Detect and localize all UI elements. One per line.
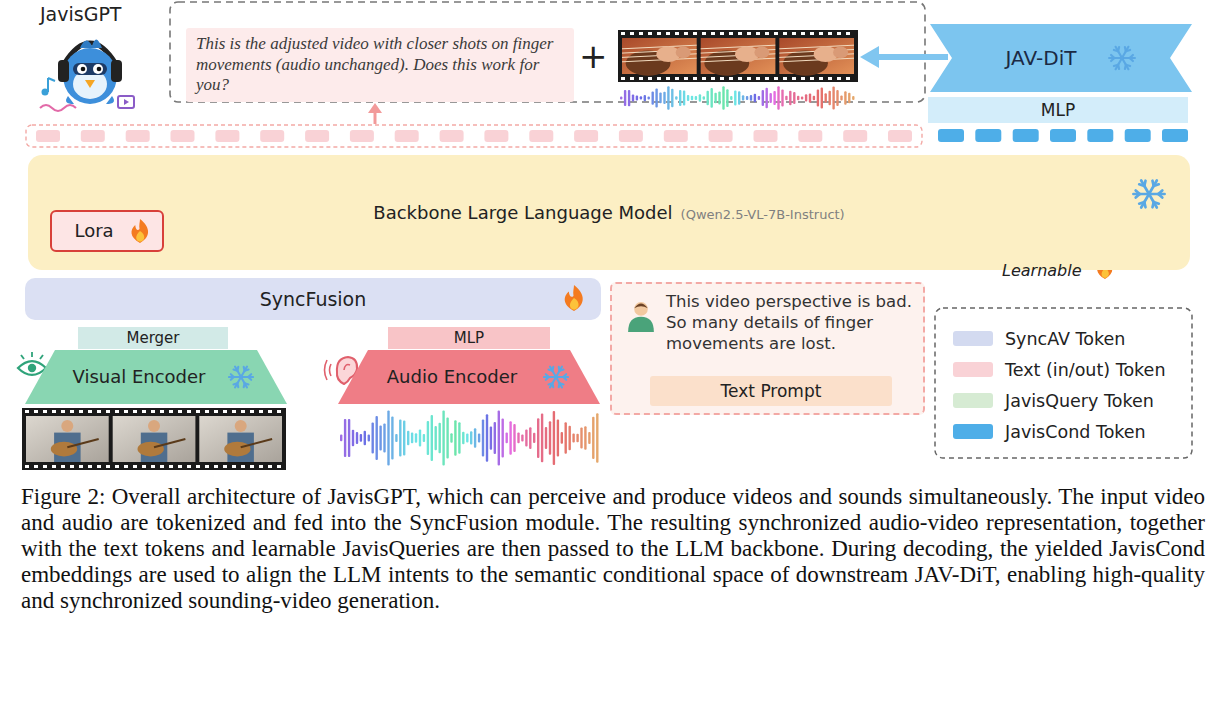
text-group: Backbone Large Language Model (Qwen2.5-VL… [373,202,844,224]
merger-box: Merger [78,327,228,349]
llm-backbone: Backbone Large Language Model (Qwen2.5-VL… [28,155,1190,270]
text-group: Text Prompt [721,381,822,401]
token-row [36,130,912,142]
snowflake-icon [1133,181,1164,208]
legend-frame [935,308,1192,458]
legend-text: JavisCond Token [1005,422,1146,442]
output-token-frame [26,125,922,147]
text-group: Merger [127,329,180,347]
legend-text: SyncAV Token [1005,329,1125,349]
shape-fill [930,24,1192,92]
flame-symbol [561,285,587,311]
node-text: Text Prompt [721,381,822,401]
flame-icon [565,285,583,311]
node-text: (Qwen2.5-VL-7B-Instruct) [681,207,845,223]
output-arrow [368,103,382,124]
legend-row: Text (in/out) Token [953,354,1165,385]
prompt-box: This video perspective is bad. So many d… [610,282,925,415]
legend-swatch [953,331,993,346]
prompt-tag: Text Prompt [650,376,892,406]
fusion-box: SyncFusion [25,278,601,320]
token-row [938,129,1188,142]
node-text: Lora [74,220,113,242]
node-text: JAV-DiT [1006,46,1077,70]
generator-block: JAV-DiT [930,24,1192,92]
text-group: SyncFusion [260,288,367,311]
snow-symbol [228,364,254,390]
audio-waveform [620,86,855,110]
audio-waveform [340,410,599,465]
snowflake-icon [229,367,253,388]
mascot-icon [40,39,134,111]
node-text: MLP [454,329,484,347]
text-group: This video perspective is bad. So many d… [666,292,917,355]
legend-swatch [953,393,993,408]
snowflake-icon [1109,47,1135,69]
legend-row: SyncAV Token [953,323,1125,354]
node-text: Merger [127,329,180,347]
legend-row: JavisQuery Token [953,385,1154,416]
node-text: This is the adjusted video with closer s… [196,34,564,96]
note-label: Learnable [1002,261,1082,280]
mlp-box: MLP [928,97,1188,123]
shape-fill [338,350,600,404]
eye-icon [18,352,46,375]
text-group: Audio Encoder [387,366,517,388]
film-strip [618,30,858,82]
model-name: JavisGPT [40,3,121,26]
snow-symbol [1108,44,1136,72]
snow-symbol [1132,177,1166,211]
output-frame [170,2,925,102]
shape-fill [25,350,287,404]
legend-swatch [953,424,993,439]
text-group: JAV-DiT [1006,46,1077,70]
generation-arrow [860,46,948,68]
person-icon [628,302,654,332]
film-strip [22,408,286,470]
snow-symbol [543,364,569,390]
legend-text: Text (in/out) Token [1005,360,1165,380]
legend-text: JavisQuery Token [1005,391,1154,411]
node-text: MLP [1041,100,1075,120]
flame-symbol [128,219,152,243]
plus-sign: + [579,36,608,77]
flame-icon [131,219,148,243]
figure-caption: Figure 2: Overall architecture of JavisG… [21,484,1205,614]
encoder-trapezoid: Audio Encoder [338,350,600,404]
legend-swatch [953,362,993,377]
encoder-trapezoid: Visual Encoder [25,350,287,404]
node-text: Visual Encoder [72,366,205,388]
node-text: This video perspective is bad. So many d… [666,292,917,355]
node-text: Audio Encoder [387,366,517,388]
person-symbol [624,298,658,332]
text-group: Visual Encoder [72,366,205,388]
snowflake-icon [544,367,568,388]
lora-box: Lora [50,210,164,252]
node-text: Backbone Large Language Model [373,202,672,224]
legend-row: JavisCond Token [953,416,1146,447]
text-group: MLP [454,329,484,347]
mlp-box: MLP [388,327,550,349]
text-group: MLP [1041,100,1075,120]
text-group: This is the adjusted video with closer s… [196,34,564,96]
speech-bubble: This is the adjusted video with closer s… [186,28,574,102]
text-group: Lora [74,220,113,242]
node-text: SyncFusion [260,288,367,311]
